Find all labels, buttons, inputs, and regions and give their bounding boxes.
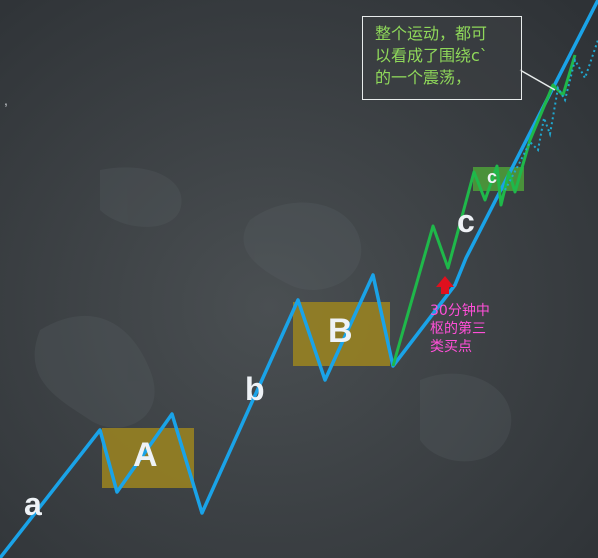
buy-point-note: 30分钟中 枢的第三 类买点 — [430, 302, 490, 356]
callout-line: 以看成了围绕c` — [375, 46, 488, 65]
callout-box: 整个运动，都可 以看成了围绕c` 的一个震荡， — [362, 16, 522, 100]
buy-point-arrow-icon — [436, 276, 454, 294]
sub-level-line — [391, 54, 577, 367]
segment-label-b: b — [245, 371, 265, 407]
buy-note-line: 类买点 — [430, 339, 472, 355]
stray-mark: , — [4, 92, 8, 108]
buy-note-line: 枢的第三 — [430, 321, 486, 337]
callout-line: 整个运动，都可 — [375, 24, 488, 43]
pivot-label-B: B — [328, 312, 353, 350]
segment-label-small-c: c — [487, 167, 498, 187]
background-texture — [34, 167, 512, 462]
segment-label-a: a — [24, 486, 42, 522]
callout-pointer — [519, 69, 556, 91]
pivot-label-A: A — [133, 436, 158, 474]
callout-line: 的一个震荡， — [375, 68, 472, 87]
buy-note-line: 30分钟中 — [430, 303, 490, 319]
dotted-projection-line — [504, 39, 598, 191]
segment-label-c: c — [457, 203, 475, 239]
